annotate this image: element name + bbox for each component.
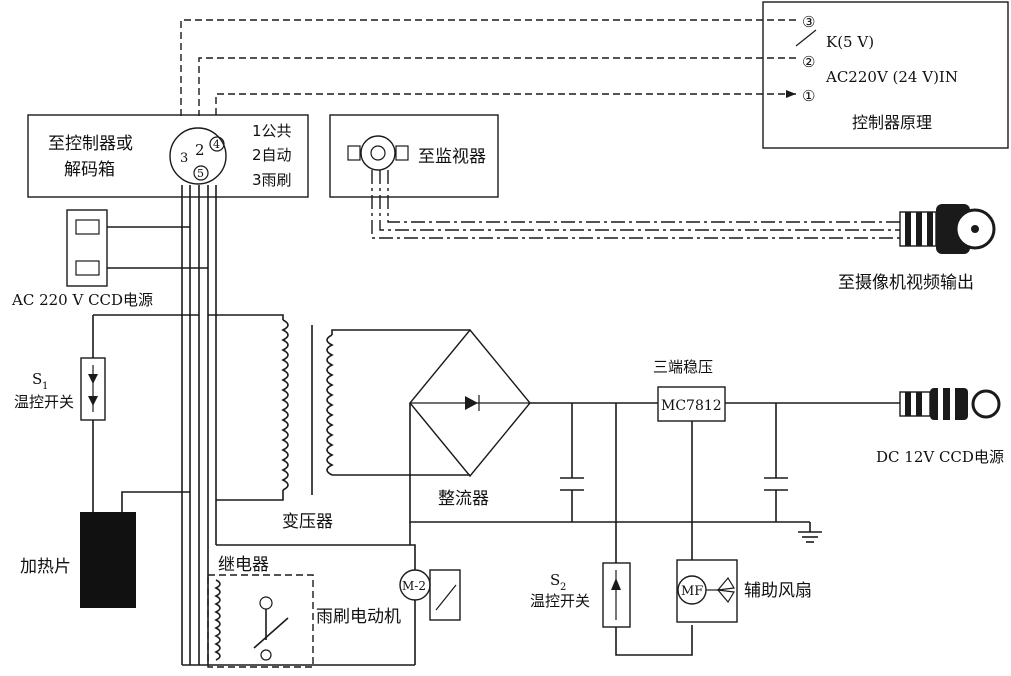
ac-power-label: AC 220 V CCD电源: [11, 291, 153, 309]
secondary-top-wire: [331, 329, 470, 335]
connector-num-2: 2: [195, 141, 205, 159]
dc-output-plug-icon: [899, 388, 1001, 420]
fan-tag: MF: [681, 584, 703, 599]
rectifier-bridge-icon: [409, 328, 531, 478]
connector-num-4: 4: [213, 138, 220, 151]
video-cable-2: [379, 170, 902, 231]
connector-num-5: 5: [197, 167, 204, 180]
dc-power-label: DC 12V CCD电源: [876, 448, 1004, 466]
diode-icon: [465, 396, 478, 410]
s1-arrow-icon: [88, 374, 98, 384]
monitor-plug-icon: [360, 135, 396, 171]
s2-sub: 2: [560, 582, 566, 593]
controller-title: 控制器原理: [852, 113, 932, 132]
relay-contact-bottom: [260, 649, 272, 661]
s1-arrow-icon-2: [88, 396, 98, 406]
controller-pin-2: ②: [802, 53, 815, 71]
connector-pin-4: [209, 136, 225, 152]
monitor-label: 至监视器: [418, 147, 486, 167]
relay-switch-blade: [253, 617, 289, 649]
ac-socket-slot-top: [75, 219, 100, 235]
relay-contact-top: [259, 596, 273, 610]
s2-name: S: [550, 571, 560, 589]
s1-label: 温控开关: [14, 393, 74, 411]
video-cable-1: [371, 170, 902, 239]
controller-box: [762, 1, 1009, 149]
fan-label: 辅助风扇: [744, 581, 812, 601]
heater-icon: [80, 512, 136, 608]
wiper-motor-switch-box: [429, 569, 461, 621]
decoder-label-1: 至控制器或: [48, 134, 133, 154]
s2-arrow-icon: [611, 578, 621, 590]
fan-blade-icon: [706, 576, 735, 604]
decoder-pin-2: 2自动: [252, 146, 292, 164]
monitor-plug-center: [370, 145, 386, 161]
control-line-2: [198, 57, 796, 116]
s1-name: S: [32, 370, 42, 388]
controller-pin-3: ③: [802, 13, 815, 31]
relay-feed: [216, 544, 416, 570]
wiper-motor-tag: M-2: [402, 579, 426, 593]
connector-icon: [169, 127, 227, 185]
video-output-plug-icon: [899, 204, 996, 254]
s2-to-fan: [615, 625, 693, 656]
controller-ac-label: AC220V (24 V)IN: [825, 68, 958, 86]
decoder-box: [27, 114, 309, 198]
arrow-icon: [786, 90, 796, 98]
regulator-part: MC7812: [661, 398, 722, 414]
transformer-secondary-coil: [326, 334, 334, 476]
transformer-label: 变压器: [282, 512, 333, 532]
relay-label: 继电器: [218, 555, 269, 575]
decoder-label-2: 解码箱: [64, 160, 115, 180]
decoder-pin-1: 1公共: [252, 122, 292, 140]
wiper-motor-switch-blade: [435, 584, 457, 611]
ac-socket: [66, 209, 108, 287]
heater-wire: [121, 491, 190, 512]
control-line-3: [180, 19, 796, 116]
s2-label: 温控开关: [530, 592, 590, 610]
monitor-plug-tab-right: [395, 145, 409, 161]
connector-pin-5: [193, 165, 209, 181]
s1-sub: 1: [42, 381, 48, 392]
monitor-plug-tab-left: [347, 145, 361, 161]
transformer-primary-top: [208, 314, 284, 320]
transformer-primary-coil: [281, 319, 289, 491]
relay-box: [207, 574, 314, 668]
transformer-primary-bottom: [216, 490, 284, 501]
rectifier-label: 整流器: [438, 489, 489, 509]
controller-pin-1: ①: [802, 87, 815, 105]
controller-switch: [795, 29, 817, 47]
connector-num-3: 3: [180, 151, 188, 166]
video-output-label: 至摄像机视频输出: [838, 273, 974, 293]
fan-box: [676, 559, 738, 623]
ac-socket-slot-bottom: [75, 260, 100, 276]
heater-label: 加热片: [20, 557, 71, 577]
ground-icon: [798, 522, 822, 543]
decoder-pin-3: 3雨刷: [252, 171, 292, 189]
control-line-1: [215, 93, 796, 116]
controller-k-label: K(5 V): [826, 33, 874, 51]
relay-coil-icon: [214, 579, 221, 661]
video-cable-3: [387, 170, 902, 223]
regulator-title: 三端稳压: [653, 358, 713, 376]
wiper-motor-label: 雨刷电动机: [316, 607, 401, 627]
monitor-box: [329, 114, 499, 198]
